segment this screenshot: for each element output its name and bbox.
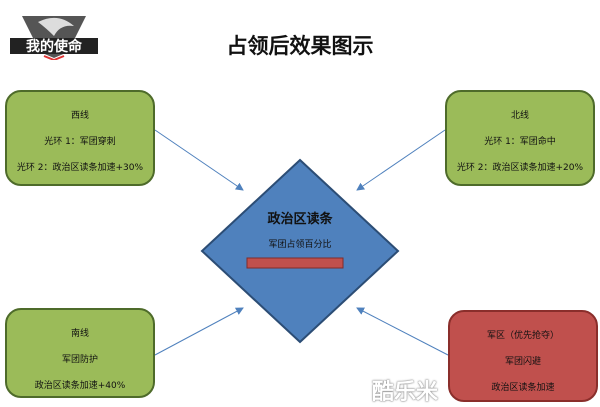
west-line1: 光环 1：军团穿刺 [44, 137, 116, 147]
north-line1: 光环 1：军团命中 [484, 137, 556, 147]
watermark: 酷乐米 [372, 380, 439, 405]
south-line1: 军团防护 [61, 355, 98, 365]
center-diamond [200, 158, 400, 344]
center-subtitle: 军团占领百分比 [268, 240, 332, 250]
arrow-west [154, 129, 244, 191]
svg-text:我的使命: 我的使命 [26, 38, 83, 55]
west-line2: 光环 2：政治区读条加速+30% [16, 163, 144, 173]
south-box: 南线 军团防护 政治区读条加速+40% [5, 308, 155, 398]
west-name: 西线 [70, 111, 89, 121]
military-line2: 政治区读条加速 [491, 383, 555, 393]
progress-bar [246, 257, 344, 269]
north-line2: 光环 2：政治区读条加速+20% [456, 163, 584, 173]
south-name: 南线 [70, 329, 89, 339]
north-name: 北线 [510, 111, 529, 121]
page-title: 占领后效果图示 [226, 34, 374, 58]
military-box: 军区（优先抢夺） 军团闪避 政治区读条加速 [448, 310, 598, 402]
game-logo: 我的使命 [8, 12, 100, 60]
arrow-north [356, 129, 446, 191]
arrow-military [356, 307, 449, 356]
military-name: 军区（优先抢夺） [486, 331, 559, 341]
arrow-south [154, 307, 244, 356]
south-line2: 政治区读条加速+40% [34, 381, 126, 391]
west-box: 西线 光环 1：军团穿刺 光环 2：政治区读条加速+30% [5, 90, 155, 186]
military-line1: 军团闪避 [504, 357, 541, 367]
north-box: 北线 光环 1：军团命中 光环 2：政治区读条加速+20% [445, 90, 595, 186]
center-title: 政治区读条 [267, 212, 333, 227]
